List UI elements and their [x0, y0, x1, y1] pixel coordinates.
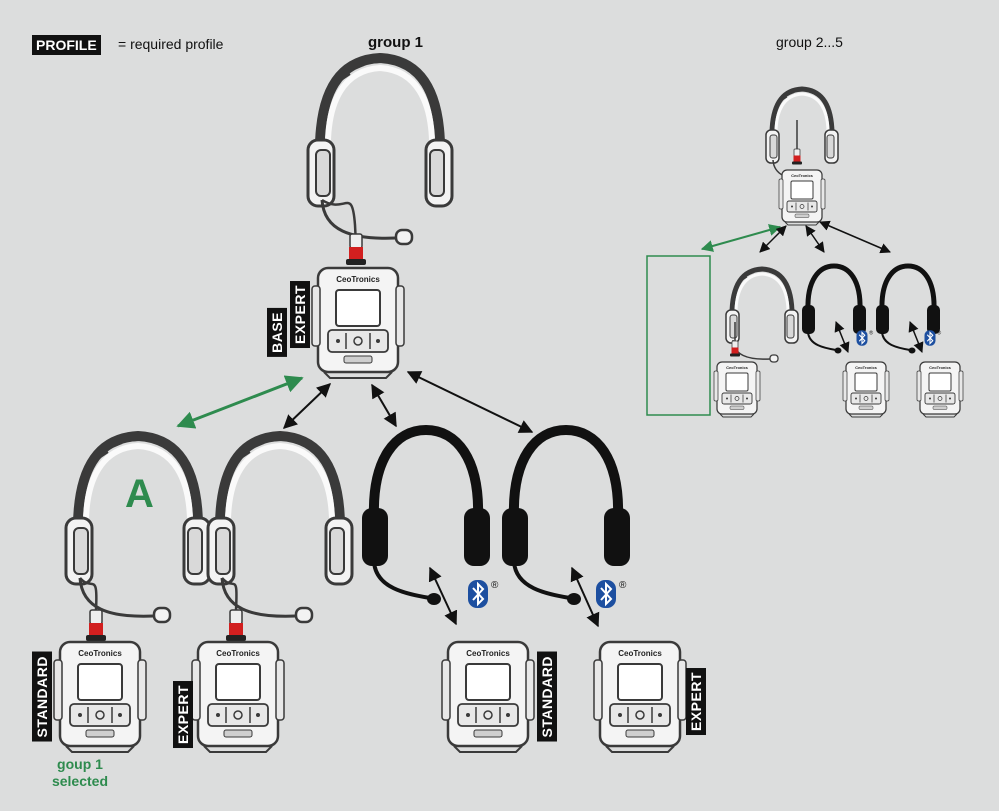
legend-text: = required profile: [118, 36, 224, 52]
base-headset: [308, 58, 452, 244]
profile-label-base-expert: EXPERT: [290, 281, 310, 349]
group1-title: group 1: [368, 34, 423, 51]
unit4-device: [592, 640, 688, 754]
bt-link-arrow-unit4: [570, 566, 600, 628]
unit2-connector: [225, 609, 247, 642]
group2-base-headset: [766, 89, 838, 182]
group-marker-letter: A: [125, 472, 154, 516]
selection-line1: goup 1: [57, 756, 103, 772]
unit3-device: [440, 640, 536, 754]
profile-label-unit4: EXPERT: [686, 668, 706, 736]
group2-unit1-device: [713, 361, 761, 418]
unit1-device: [52, 640, 148, 754]
bt-link-arrow-unit3: [428, 566, 458, 626]
profile-label-unit3: STANDARD: [537, 652, 557, 742]
group2-unit2-headset: [802, 266, 866, 354]
selection-line2: selected: [51, 773, 109, 789]
group2-unit2-device: [842, 361, 890, 418]
unit2-headset: [208, 436, 352, 622]
group2-title: group 2...5: [776, 34, 843, 50]
profile-label-base: BASE: [267, 308, 287, 357]
base-connector: [345, 233, 367, 266]
unit3-bt-headset: [362, 430, 490, 605]
unit4-bt-headset: [502, 430, 630, 605]
unit1-headset: [66, 436, 210, 622]
group2-placeholder-box: [646, 255, 711, 416]
group2-unit3-device: [916, 361, 964, 418]
unit1-connector: [85, 609, 107, 642]
profile-label-unit1: STANDARD: [32, 652, 52, 742]
group-link-arrow: [176, 375, 304, 429]
selection-note: goup 1 selected: [40, 756, 120, 790]
unit2-device: [190, 640, 286, 754]
base-device: [310, 266, 406, 380]
group2-base-device: [778, 169, 826, 226]
bluetooth-icon: [595, 579, 628, 609]
group2-link-arrow: [700, 224, 782, 252]
link-arrow-unit3: [371, 383, 397, 428]
link-arrow-unit4: [406, 371, 534, 433]
profile-label-unit2: EXPERT: [173, 681, 193, 749]
bluetooth-icon: [467, 579, 500, 609]
link-arrow-unit2: [282, 383, 332, 429]
legend-profile-badge: PROFILE: [32, 35, 101, 55]
